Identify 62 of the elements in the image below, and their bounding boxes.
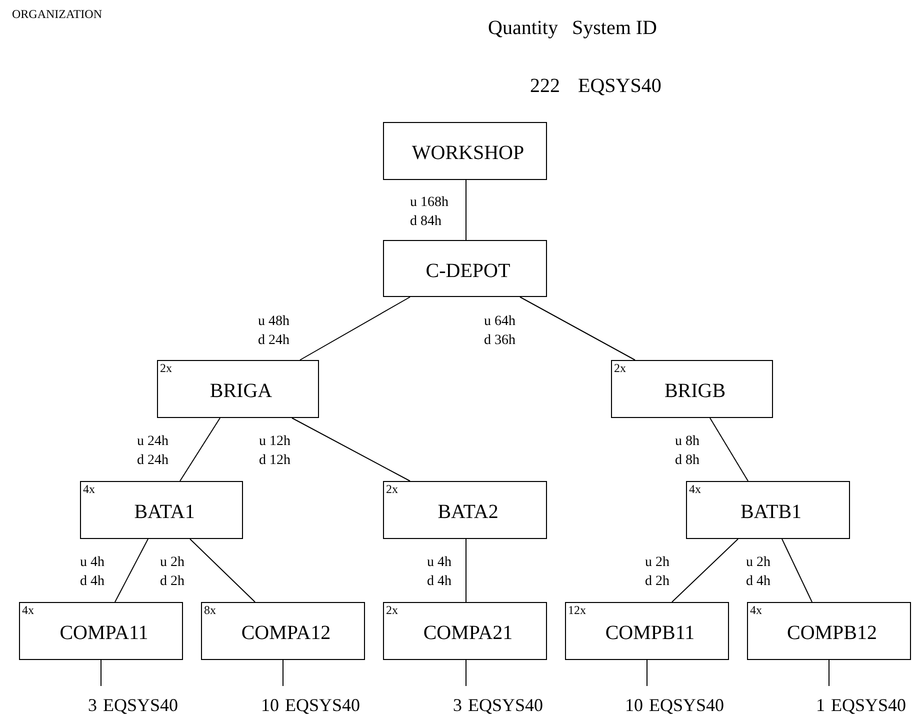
connector-line [828,660,830,686]
unit-name: COMPA12 [240,623,332,643]
column-header: Quantity [488,18,558,38]
multiplier-label: 2x [160,362,172,374]
unit-name: COMPB12 [786,623,878,643]
org-unit-box [201,602,365,660]
unit-name: C-DEPOT [424,261,512,281]
unit-name: BATA2 [436,502,500,522]
column-header: System ID [572,18,657,38]
connector-line [190,538,256,602]
page-heading: ORGANIZATION [12,8,102,20]
connector-line [782,538,812,602]
multiplier-label: 2x [386,604,398,616]
multiplier-label: 4x [689,483,701,495]
unit-name: BATB1 [739,502,803,522]
connector-line [520,296,636,360]
multiplier-label: 4x [750,604,762,616]
unit-name: COMPA11 [58,623,150,643]
quantity-value: 10 [625,696,643,714]
multiplier-label: 2x [386,483,398,495]
org-unit-box [80,481,243,539]
org-unit-box [383,240,547,297]
unit-name: BATA1 [133,502,196,522]
connector-line [114,538,148,602]
connector-line [180,418,220,482]
unit-name: COMPB11 [604,623,696,643]
connector-line [292,418,410,482]
system-id: EQSYS40 [285,696,360,714]
system-id: EQSYS40 [649,696,724,714]
org-unit-box [383,602,547,660]
multiplier-label: 4x [83,483,95,495]
org-unit-box [611,360,773,418]
quantity-value: 222 [530,76,560,96]
org-unit-box [383,122,547,180]
org-unit-box [383,481,547,539]
system-id: EQSYS40 [468,696,544,714]
system-id: EQSYS40 [578,76,662,96]
connector-line [710,418,748,482]
multiplier-label: 2x [614,362,626,374]
unit-name: BRIGA [208,381,274,401]
quantity-value: 3 [88,696,97,714]
org-unit-box [19,602,183,660]
org-unit-box [565,602,729,660]
connector-line [100,660,102,686]
org-unit-box [157,360,319,418]
unit-name: COMPA21 [422,623,514,643]
connector-line [300,296,410,360]
system-id: EQSYS40 [831,696,906,714]
quantity-value: 1 [816,696,825,714]
unit-name: BRIGB [663,381,727,401]
multiplier-label: 8x [204,604,216,616]
multiplier-label: 4x [22,604,34,616]
connector-line [646,660,648,686]
multiplier-label: 12x [568,604,586,616]
org-unit-box [747,602,911,660]
connector-line [282,660,284,686]
unit-name: WORKSHOP [410,143,526,163]
quantity-value: 10 [261,696,279,714]
quantity-value: 3 [453,696,462,714]
system-id: EQSYS40 [103,696,178,714]
connector-line [672,538,738,602]
org-unit-box [686,481,850,539]
